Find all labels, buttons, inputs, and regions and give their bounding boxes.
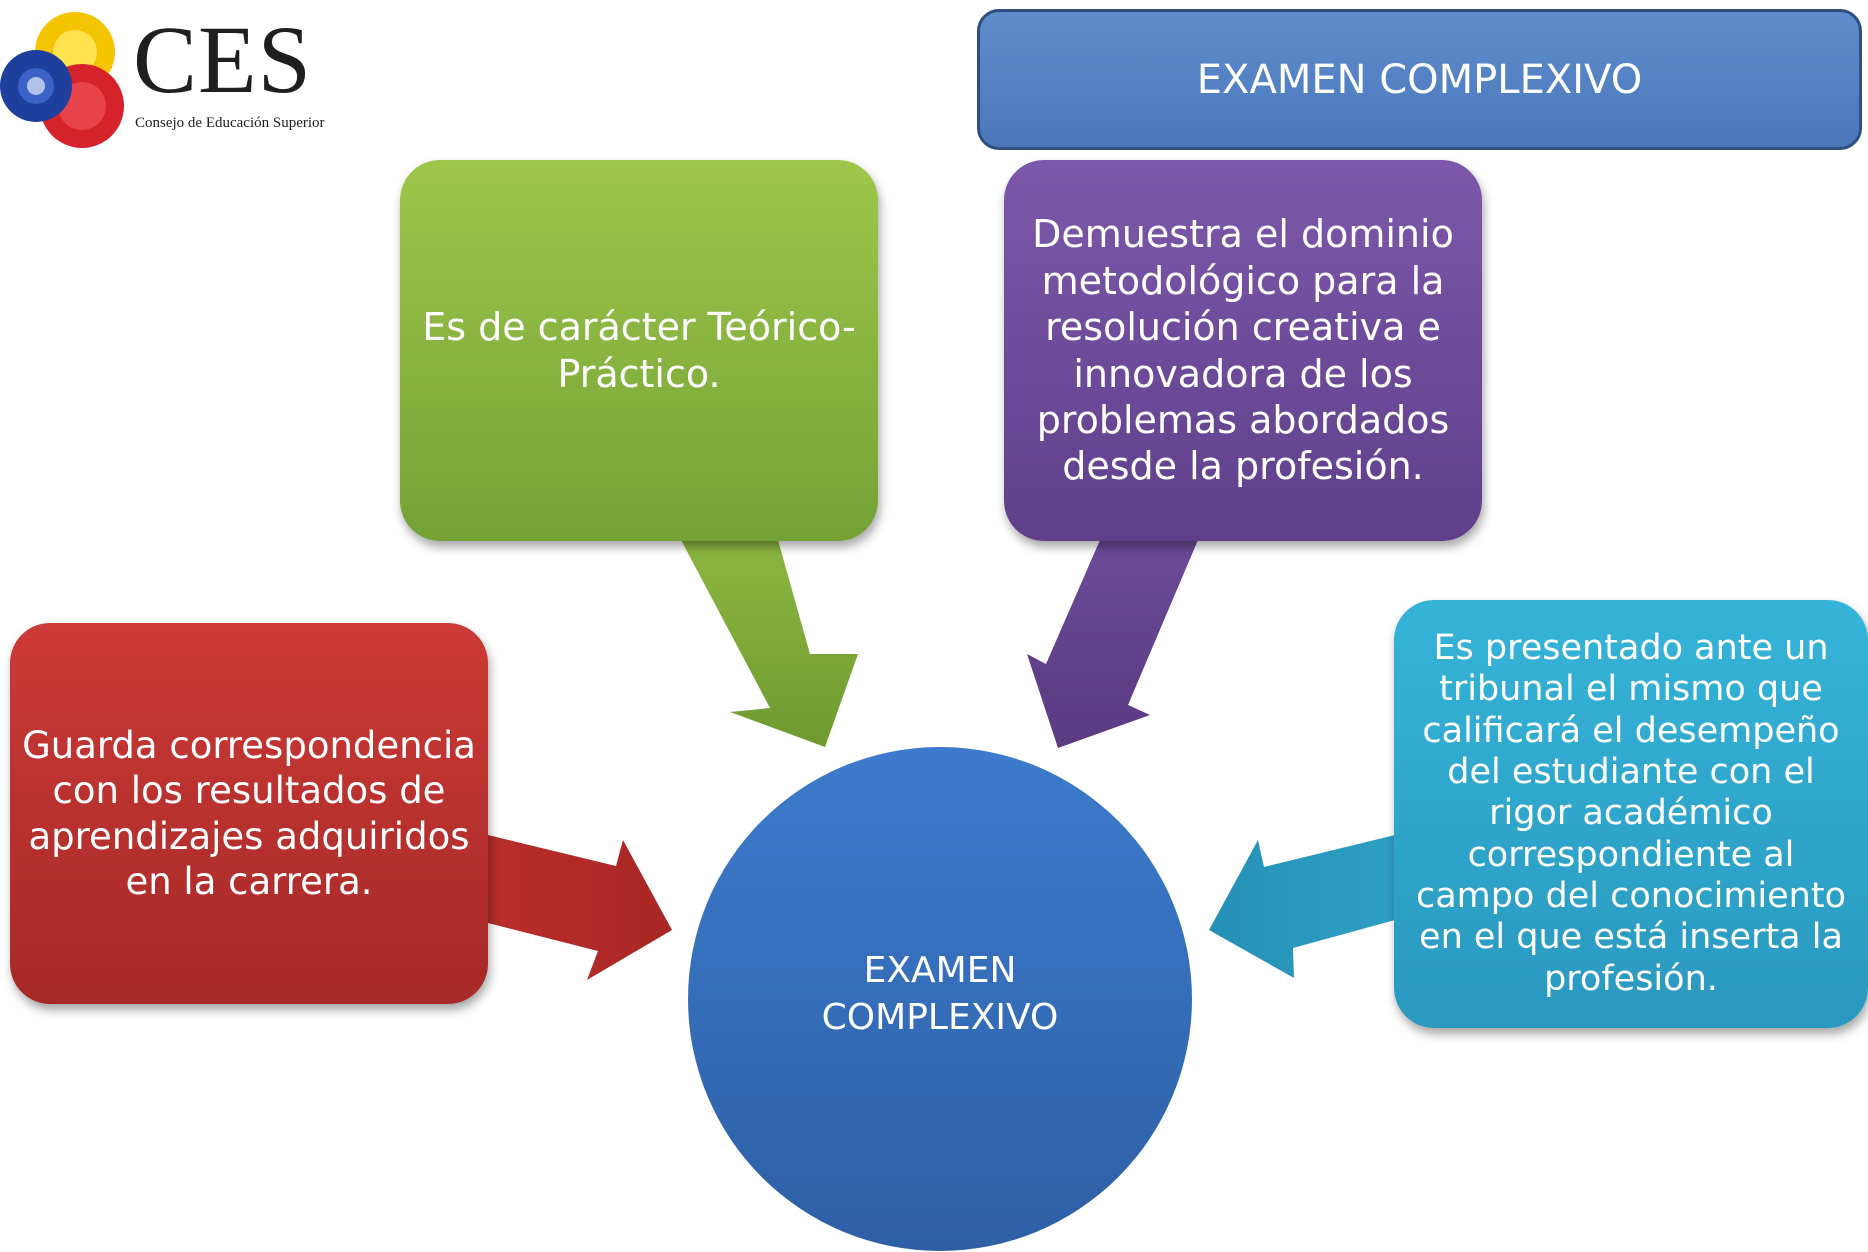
node-tribunal-line-2: tribunal el mismo que [1439, 669, 1823, 710]
node-tribunal-line-1: Es presentado ante un [1433, 628, 1829, 669]
center-label-line-1: EXAMEN [863, 950, 1017, 991]
node-dominio-line-4: innovadora de los [1073, 351, 1413, 396]
center-label: EXAMEN COMPLEXIVO [740, 948, 1140, 1042]
node-dominio-line-6: desde la profesión. [1062, 444, 1424, 489]
node-tribunal-line-3: calificará el desempeño [1422, 710, 1840, 751]
title-box: EXAMEN COMPLEXIVO [977, 9, 1862, 150]
node-tribunal-line-8: en el que está inserta la [1419, 917, 1843, 958]
node-dominio-line-3: resolución creativa e [1045, 305, 1441, 350]
node-tribunal-line-6: correspondiente al [1467, 834, 1795, 875]
logo-subtitle: Consejo de Educación Superior [135, 115, 325, 131]
node-teorico: Es de carácter Teórico- Práctico. [400, 160, 878, 541]
node-tribunal-line-4: del estudiante con el [1447, 752, 1815, 793]
arrow-purple [1027, 540, 1198, 748]
arrow-cyan [1209, 835, 1395, 978]
node-correspondencia-line-1: Guarda correspondencia [22, 724, 476, 768]
node-correspondencia-line-2: con los resultados de [52, 769, 446, 813]
arrow-red [488, 835, 672, 980]
node-correspondencia-line-4: en la carrera. [125, 859, 373, 903]
node-tribunal-line-5: rigor académico [1489, 793, 1773, 834]
logo-acronym: CES [133, 6, 313, 113]
node-correspondencia: Guarda correspondencia con los resultado… [10, 623, 488, 1004]
node-dominio: Demuestra el dominio metodológico para l… [1004, 160, 1482, 541]
ces-logo-emblem-icon [0, 12, 124, 148]
node-correspondencia-line-3: aprendizajes adquiridos [28, 814, 470, 858]
node-tribunal: Es presentado ante un tribunal el mismo … [1394, 600, 1868, 1028]
center-label-line-2: COMPLEXIVO [821, 996, 1059, 1038]
node-dominio-line-2: metodológico para la [1041, 258, 1445, 303]
node-teorico-line-2: Práctico. [557, 351, 721, 396]
ces-logo: CES Consejo de Educación Superior [0, 0, 330, 160]
node-tribunal-line-7: campo del conocimiento [1415, 875, 1847, 916]
node-dominio-line-1: Demuestra el dominio [1032, 212, 1454, 257]
center-circle [688, 747, 1192, 1251]
title-text: EXAMEN COMPLEXIVO [1196, 56, 1643, 103]
node-dominio-line-5: problemas abordados [1036, 397, 1450, 442]
node-tribunal-line-9: profesión. [1544, 958, 1718, 999]
arrow-green [681, 540, 858, 747]
node-teorico-line-1: Es de carácter Teórico- [422, 305, 856, 350]
